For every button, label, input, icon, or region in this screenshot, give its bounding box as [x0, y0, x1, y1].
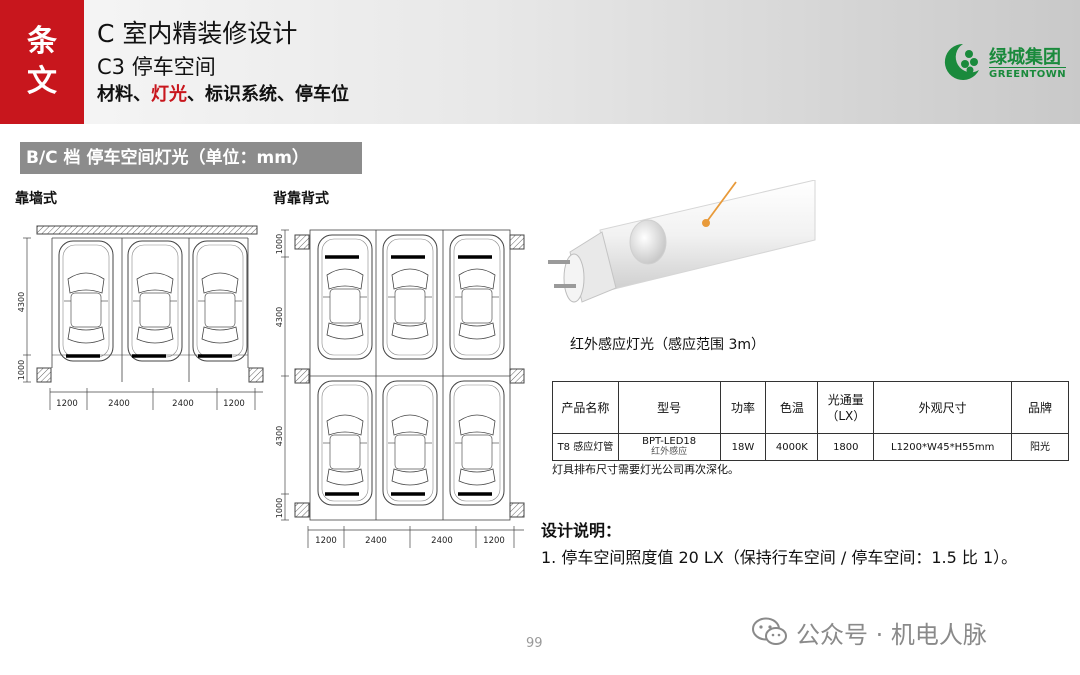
- wall-type-label: 靠墙式: [15, 191, 57, 207]
- table-note: 灯具排布尺寸需要灯光公司再次深化。: [552, 463, 739, 476]
- wall-dim-h-2: 2400: [172, 399, 194, 409]
- spec-header-size: 外观尺寸: [873, 381, 1013, 434]
- spec-header-name: 产品名称: [552, 381, 619, 434]
- led-tube-image: [548, 180, 816, 303]
- topics-highlight: 灯光: [151, 84, 187, 105]
- spec-cell-model-sub: 红外感应: [651, 447, 688, 457]
- spec-header-model: 型号: [617, 381, 721, 434]
- side-tag-char-2: 文: [27, 64, 57, 99]
- spec-cell-power: 18W: [719, 433, 767, 461]
- spec-cell-flux: 1800: [817, 433, 875, 461]
- topics-prefix: 材料、: [97, 84, 151, 105]
- spec-header-flux: 光通量 （LX）: [817, 381, 875, 434]
- b2b-dim-h-3: 1200: [483, 536, 505, 546]
- b2b-dim-v-0: 1000: [275, 234, 284, 254]
- tube-caption: 红外感应灯光（感应范围 3m）: [570, 337, 765, 353]
- watermark: 公众号 · 机电人脉: [752, 614, 987, 650]
- side-tag: 条 文: [0, 0, 84, 124]
- table-row: T8 感应灯管 BPT-LED18 红外感应 18W 4000K 1800 L1…: [552, 433, 1069, 461]
- topics-line: 材料、灯光、标识系统、停车位: [97, 80, 349, 106]
- spec-cell-model-main: BPT-LED18: [642, 436, 697, 447]
- design-title: 设计说明：: [541, 521, 622, 540]
- greentown-logo: 绿城集团 GREENTOWN: [941, 40, 1071, 84]
- back-to-back-drawing: 1000 4300 4300 1000 1200 2400 2400 1200: [275, 229, 525, 548]
- back-to-back-label: 背靠背式: [273, 191, 329, 207]
- topics-suffix: 、标识系统、停车位: [187, 84, 349, 105]
- wall-dim-h-0: 1200: [56, 399, 78, 409]
- b2b-dim-v-3: 1000: [275, 498, 284, 518]
- wall-type-drawing: 4300 1000 1200 2400 2400 1200: [17, 225, 264, 410]
- wall-dim-v-0: 4300: [17, 292, 26, 312]
- b2b-dim-v-1: 4300: [275, 307, 284, 327]
- section-title: B/C 档 停车空间灯光（单位：mm）: [20, 142, 362, 174]
- logo-name-en: GREENTOWN: [989, 67, 1067, 80]
- page-title: C 室内精装修设计: [97, 19, 298, 48]
- design-item-1: 1. 停车空间照度值 20 LX（保持行车空间 / 停车空间：1.5 比 1）。: [541, 548, 1018, 567]
- spec-table: 产品名称 型号 功率 色温 光通量 （LX） 外观尺寸 品牌 T8 感应灯管 B…: [552, 381, 1069, 461]
- b2b-dim-h-1: 2400: [365, 536, 387, 546]
- logo-name-cn: 绿城集团: [989, 47, 1061, 68]
- b2b-dim-h-0: 1200: [315, 536, 337, 546]
- page-number: 99: [526, 636, 543, 651]
- spec-cell-brand: 阳光: [1011, 433, 1069, 461]
- page-subtitle: C3 停车空间: [97, 55, 216, 79]
- spec-header-color-temp: 色温: [765, 381, 819, 434]
- spec-cell-model: BPT-LED18 红外感应: [617, 433, 721, 461]
- spec-cell-name: T8 感应灯管: [552, 433, 619, 461]
- wall-dim-h-1: 2400: [108, 399, 130, 409]
- wall-dim-h-3: 1200: [223, 399, 245, 409]
- spec-cell-size: L1200*W45*H55mm: [873, 433, 1013, 461]
- spec-header-power: 功率: [719, 381, 767, 434]
- side-tag-char-1: 条: [27, 24, 57, 59]
- spec-header-brand: 品牌: [1011, 381, 1069, 434]
- spec-cell-color-temp: 4000K: [765, 433, 819, 461]
- b2b-dim-h-2: 2400: [431, 536, 453, 546]
- watermark-text: 公众号 · 机电人脉: [796, 620, 987, 649]
- greentown-logo-icon: [944, 43, 979, 80]
- header-banner: 条 文 C 室内精装修设计 C3 停车空间 材料、灯光、标识系统、停车位 绿城集…: [0, 0, 1080, 124]
- spec-table-header-row: 产品名称 型号 功率 色温 光通量 （LX） 外观尺寸 品牌: [552, 381, 1069, 434]
- b2b-dim-v-2: 4300: [275, 426, 284, 446]
- wechat-icon: [752, 617, 787, 645]
- wall-dim-v-1: 1000: [17, 360, 26, 380]
